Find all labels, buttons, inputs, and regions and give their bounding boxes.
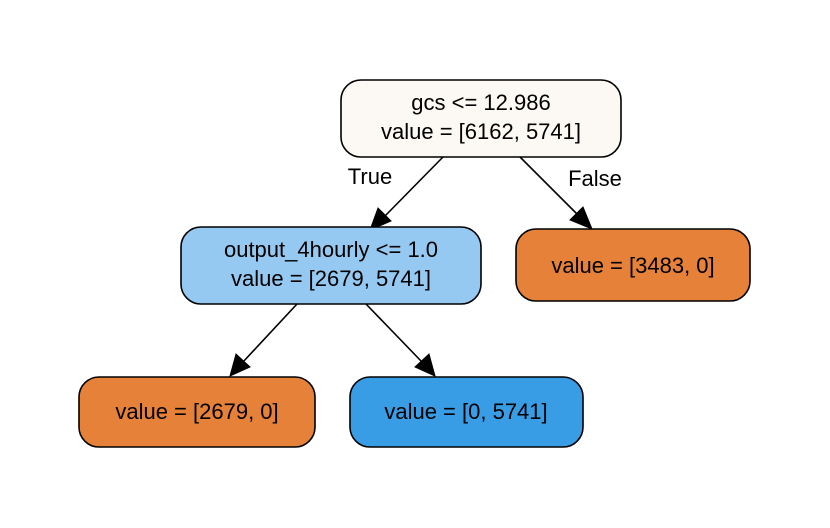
edge-root-left: True [348, 156, 444, 231]
node-box-left-left [78, 376, 316, 448]
node-box-left [180, 226, 482, 305]
node-value-root: value = [6162, 5741] [381, 119, 581, 144]
node-value-left-left: value = [2679, 0] [115, 399, 278, 424]
edge-label-false: False [568, 166, 622, 191]
edge-root-right: False [519, 156, 622, 230]
edge-left-left-left [229, 303, 298, 377]
tree-node-root: gcs <= 12.986 value = [6162, 5741] [340, 79, 622, 158]
tree-node-right: value = [3483, 0] [515, 228, 751, 302]
node-box-right [515, 228, 751, 302]
edge-left-left-right [365, 303, 436, 377]
tree-node-left-right: value = [0, 5741] [349, 376, 584, 448]
node-value-left: value = [2679, 5741] [231, 266, 431, 291]
node-box-root [340, 79, 622, 158]
edge-label-true: True [348, 164, 392, 189]
node-value-right: value = [3483, 0] [551, 253, 714, 278]
node-condition-root: gcs <= 12.986 [411, 90, 550, 115]
tree-node-left-left: value = [2679, 0] [78, 376, 316, 448]
node-box-left-right [349, 376, 584, 448]
node-condition-left: output_4hourly <= 1.0 [224, 237, 438, 262]
node-value-left-right: value = [0, 5741] [384, 399, 547, 424]
tree-node-left: output_4hourly <= 1.0 value = [2679, 574… [180, 226, 482, 305]
